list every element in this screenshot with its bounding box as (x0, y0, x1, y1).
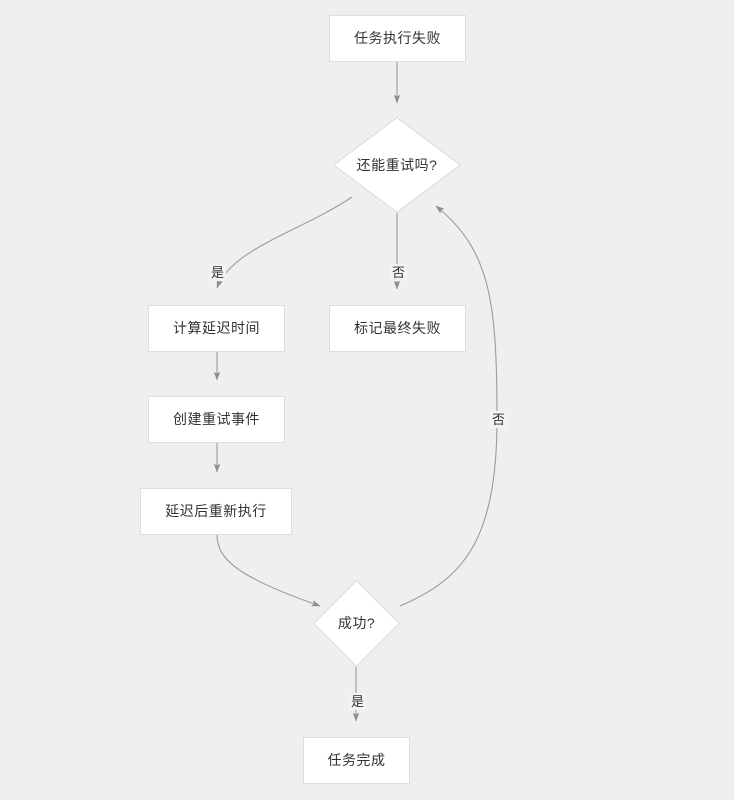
node-label: 任务执行失败 (354, 30, 441, 47)
node-label: 计算延迟时间 (173, 320, 260, 337)
node-label: 成功? (337, 615, 376, 632)
node-rerun-after-delay[interactable]: 延迟后重新执行 (140, 488, 292, 535)
edge-success-to-can-retry (399, 205, 498, 607)
edge-label-no-success: 否 (490, 411, 508, 428)
node-success[interactable]: 成功? (313, 580, 400, 667)
edge-rerun-after-delay-to-success (216, 534, 321, 607)
node-can-retry[interactable]: 还能重试吗? (333, 117, 461, 213)
node-calc-delay[interactable]: 计算延迟时间 (148, 305, 285, 352)
diamond-shape (313, 580, 400, 667)
edge-label-yes-success: 是 (349, 693, 367, 710)
diamond-shape (333, 117, 461, 213)
node-task-failed[interactable]: 任务执行失败 (329, 15, 466, 62)
node-create-retry-event[interactable]: 创建重试事件 (148, 396, 285, 443)
edge-label-no-retry: 否 (390, 264, 408, 281)
node-label: 延迟后重新执行 (165, 503, 267, 520)
edge-can-retry-to-calc-delay (216, 196, 353, 289)
node-label: 还能重试吗? (356, 156, 438, 173)
node-label: 任务完成 (327, 752, 386, 769)
node-mark-final-failure[interactable]: 标记最终失败 (329, 305, 466, 352)
node-task-complete[interactable]: 任务完成 (303, 737, 410, 784)
node-label: 标记最终失败 (354, 320, 441, 337)
edge-label-yes-retry: 是 (209, 264, 227, 281)
node-label: 创建重试事件 (173, 411, 260, 428)
